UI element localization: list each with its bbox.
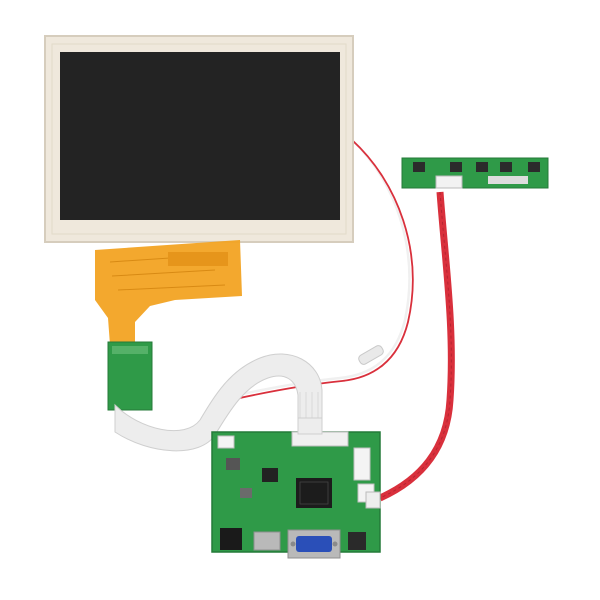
wire-connector-sleeve — [358, 345, 384, 365]
button-board-connector — [435, 175, 463, 189]
ribbon-connector — [365, 491, 381, 509]
dc-jack — [220, 528, 242, 550]
button-5 — [528, 162, 540, 172]
capacitor — [240, 488, 252, 498]
button-2 — [450, 162, 462, 172]
button-board-header — [488, 176, 528, 184]
red-wire — [216, 139, 414, 404]
audio-jack — [348, 532, 366, 550]
lcd-screen — [60, 52, 340, 220]
hdmi-port — [253, 531, 281, 551]
driver-board — [211, 431, 381, 559]
white-wire — [214, 139, 411, 402]
fpc-flex-cable — [95, 240, 242, 345]
ribbon-cable-end — [297, 417, 323, 435]
button-3 — [476, 162, 488, 172]
red-ribbon-wire — [378, 191, 455, 502]
power-connector — [217, 435, 235, 449]
main-chip — [296, 478, 332, 508]
lcd-panel — [44, 35, 354, 243]
inductor — [226, 458, 240, 470]
side-connector — [353, 447, 371, 481]
button-4 — [500, 162, 512, 172]
small-chip — [262, 468, 278, 482]
lcd-bezel-inner-edge — [51, 43, 347, 235]
button-1 — [413, 162, 425, 172]
button-board — [401, 157, 549, 189]
